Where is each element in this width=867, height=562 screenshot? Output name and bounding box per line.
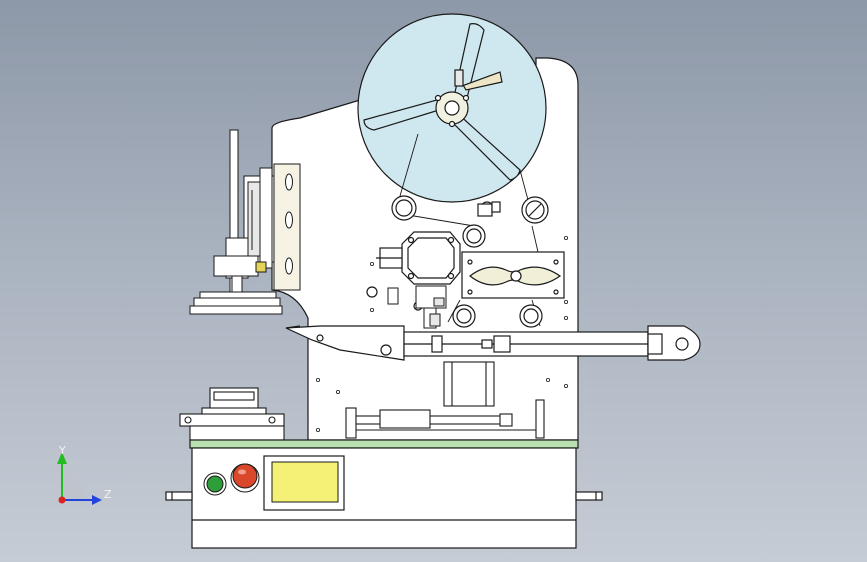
left-pole-assembly	[189, 129, 301, 315]
triad-z-arrow-icon	[92, 495, 102, 505]
left-clamp-block	[179, 387, 285, 441]
base-cabinet	[165, 439, 603, 549]
control-panel	[203, 455, 345, 511]
roller-center	[462, 224, 486, 248]
sensor-block	[387, 285, 447, 329]
conveyor-arm	[285, 325, 701, 361]
start-button[interactable]	[203, 472, 227, 496]
triad-x-origin-icon	[58, 496, 66, 504]
label-reel	[357, 13, 547, 203]
roller-lower-left	[452, 304, 476, 328]
triad-y-label: Y	[58, 444, 66, 457]
tension-bracket	[461, 251, 565, 299]
triad-y-arrow-icon	[57, 452, 67, 464]
tension-knob	[477, 201, 501, 217]
operator-display[interactable]	[263, 455, 345, 511]
triad-z-label: Z	[104, 488, 112, 501]
roller-upper-left	[391, 195, 417, 221]
rollers	[366, 195, 549, 328]
roller-upper-right	[521, 196, 549, 224]
roller-lower-right	[519, 304, 543, 328]
stop-button[interactable]	[230, 463, 260, 493]
drive-motor	[376, 231, 461, 285]
lower-carriage	[345, 361, 545, 439]
orientation-triad: Y Z	[57, 444, 112, 505]
fasteners	[315, 235, 569, 432]
